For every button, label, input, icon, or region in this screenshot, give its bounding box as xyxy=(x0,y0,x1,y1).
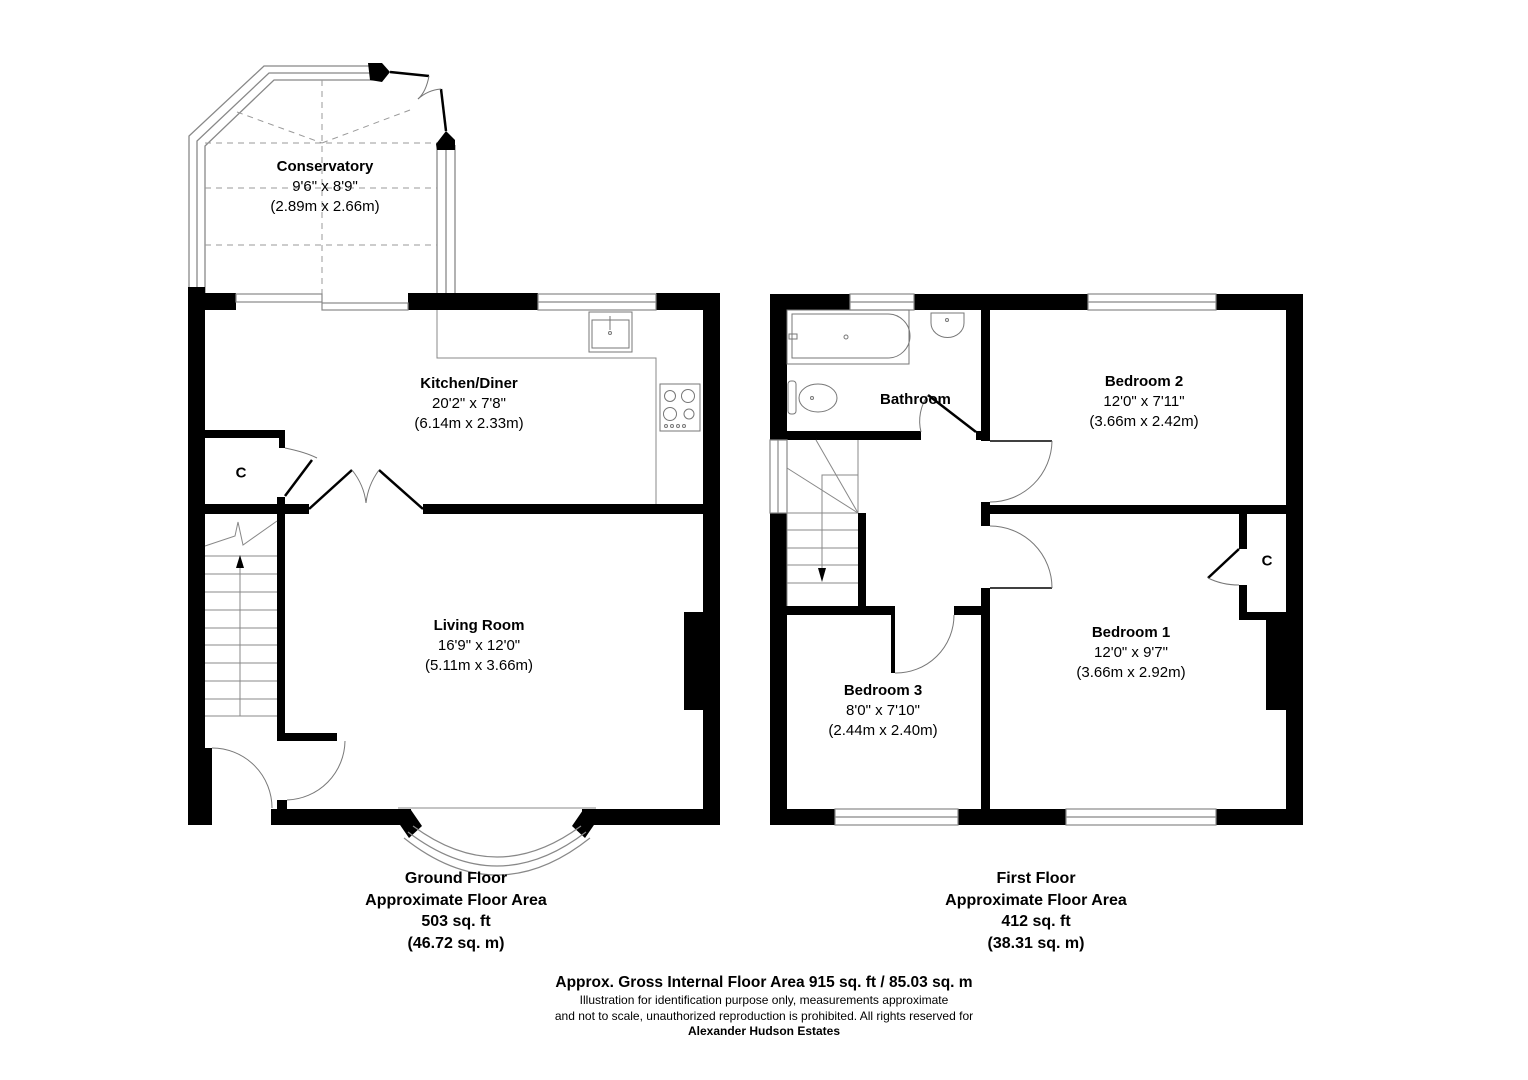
room-label-bedroom-2: Bedroom 2 12'0" x 7'11" (3.66m x 2.42m) xyxy=(1089,372,1198,432)
room-label-bathroom: Bathroom xyxy=(880,390,951,410)
floor-area-sqft: 412 sq. ft xyxy=(1001,913,1071,930)
conservatory-door[interactable] xyxy=(389,70,448,132)
room-dimensions-imperial: 9'6" x 8'9" xyxy=(292,178,358,195)
bedroom2-door[interactable] xyxy=(989,440,1053,503)
room-name: Bathroom xyxy=(880,391,951,408)
bathtub-icon xyxy=(786,309,911,365)
room-dimensions-imperial: 8'0" x 7'10" xyxy=(846,702,920,719)
first-floor-caption: First Floor Approximate Floor Area 412 s… xyxy=(945,868,1127,954)
room-dimensions-metric: (5.11m x 3.66m) xyxy=(424,657,534,674)
closet-label-first: C xyxy=(1261,552,1273,570)
first-floor-stairs xyxy=(786,439,859,606)
closet-label-ground: C xyxy=(235,464,247,482)
room-name: Bedroom 1 xyxy=(1091,624,1171,641)
room-name: Kitchen/Diner xyxy=(420,375,518,392)
room-label-bedroom-3: Bedroom 3 8'0" x 7'10" (2.44m x 2.40m) xyxy=(828,681,937,741)
bedroom3-door[interactable] xyxy=(894,614,955,674)
room-label-conservatory: Conservatory 9'6" x 8'9" (2.89m x 2.66m) xyxy=(270,157,379,217)
first-floor-walls xyxy=(770,294,1303,825)
disclaimer-line-1: Illustration for identification purpose … xyxy=(579,993,949,1007)
floor-subtitle: Approximate Floor Area xyxy=(365,891,547,909)
stairs-up-arrow-icon xyxy=(236,555,244,568)
room-label-bedroom-1: Bedroom 1 12'0" x 9'7" (3.66m x 2.92m) xyxy=(1076,623,1185,683)
room-label-living-room: Living Room 16'9" x 12'0" (5.11m x 3.66m… xyxy=(425,616,533,676)
room-name: Living Room xyxy=(433,617,525,634)
room-name: Bedroom 3 xyxy=(843,682,923,699)
ground-floor-walls xyxy=(188,287,720,825)
disclaimer-line-2: and not to scale, unauthorized reproduct… xyxy=(554,1008,974,1023)
conservatory-post xyxy=(436,131,455,150)
kitchen-double-door[interactable] xyxy=(308,469,424,510)
agency-name: Alexander Hudson Estates xyxy=(687,1024,841,1038)
conservatory-roof-lines xyxy=(205,80,437,294)
toilet-icon xyxy=(787,380,838,415)
floor-area-sqm: (46.72 sq. m) xyxy=(407,934,505,952)
floor-subtitle: Approximate Floor Area xyxy=(945,891,1127,909)
ground-floor-caption: Ground Floor Approximate Floor Area 503 … xyxy=(365,868,547,954)
living-room-door[interactable] xyxy=(286,740,346,801)
conservatory-frame xyxy=(188,65,456,294)
room-name: Conservatory xyxy=(276,158,374,175)
room-dimensions-metric: (3.66m x 2.42m) xyxy=(1089,413,1199,430)
closet-door[interactable] xyxy=(284,447,318,497)
room-dimensions-imperial: 12'0" x 7'11" xyxy=(1103,393,1185,410)
bathroom-door[interactable] xyxy=(919,394,977,433)
first-floor-plan xyxy=(769,293,1303,826)
room-dimensions-imperial: 12'0" x 9'7" xyxy=(1094,644,1168,661)
first-floor-windows xyxy=(769,293,1217,826)
floor-title: Ground Floor xyxy=(404,870,508,887)
sink-icon xyxy=(588,311,633,353)
ground-floor-windows xyxy=(235,293,657,311)
room-dimensions-metric: (2.44m x 2.40m) xyxy=(828,722,938,739)
room-dimensions-imperial: 20'2" x 7'8" xyxy=(432,395,506,412)
room-dimensions-metric: (2.89m x 2.66m) xyxy=(270,198,380,215)
washbasin-icon xyxy=(930,312,965,338)
stairs-down-arrow-icon xyxy=(818,568,826,582)
floor-title: First Floor xyxy=(996,870,1076,887)
room-name: Bedroom 2 xyxy=(1104,373,1184,390)
room-label-kitchen-diner: Kitchen/Diner 20'2" x 7'8" (6.14m x 2.33… xyxy=(414,374,523,434)
ground-floor-stairs xyxy=(204,520,278,717)
bedroom1-closet-door[interactable] xyxy=(1207,548,1240,586)
conservatory-post xyxy=(368,63,390,82)
bedroom1-door[interactable] xyxy=(989,525,1053,589)
floor-area-sqm: (38.31 sq. m) xyxy=(987,934,1085,952)
gross-floor-area: Approx. Gross Internal Floor Area 915 sq… xyxy=(555,974,973,991)
room-dimensions-imperial: 16'9" x 12'0" xyxy=(437,637,521,654)
floor-area-sqft: 503 sq. ft xyxy=(421,913,491,930)
footer: Approx. Gross Internal Floor Area 915 sq… xyxy=(555,973,973,1040)
room-dimensions-metric: (3.66m x 2.92m) xyxy=(1076,664,1186,681)
bay-window xyxy=(398,807,596,876)
hob-icon xyxy=(659,383,701,432)
front-door[interactable] xyxy=(211,747,273,809)
kitchen-worktop xyxy=(436,310,657,504)
ground-floor-plan xyxy=(188,63,720,876)
room-dimensions-metric: (6.14m x 2.33m) xyxy=(414,415,524,432)
